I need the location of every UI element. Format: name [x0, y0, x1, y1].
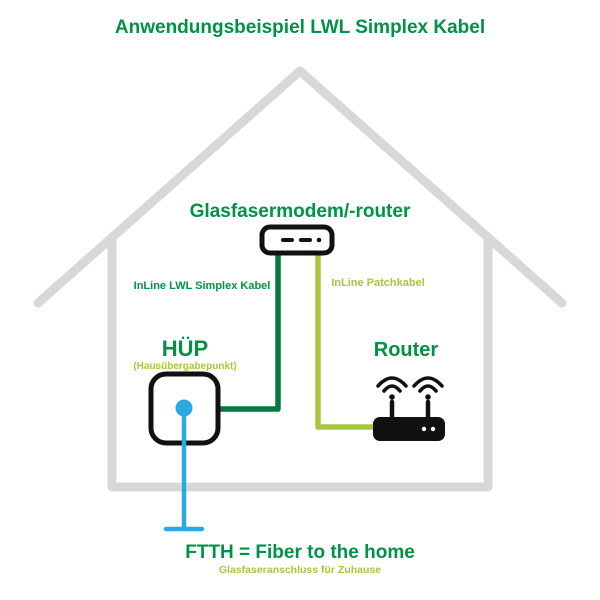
ftth-label: FTTH = Fiber to the home [185, 542, 415, 563]
router-body [373, 417, 445, 441]
house-roof [33, 66, 567, 308]
house-walls [107, 235, 493, 492]
wifi-dot-icon [389, 394, 395, 400]
huep-fiber-port-dot [175, 399, 193, 417]
huep-sublabel: (Hausübergabepunkt) [133, 361, 236, 372]
router-led [430, 426, 436, 432]
fiber-modem-icon [259, 224, 335, 256]
fiber-cable-label: InLine LWL Simplex Kabel [134, 280, 271, 292]
ftth-sublabel: Glasfaseranschluss für Zuhause [219, 564, 381, 576]
huep-box-icon [148, 371, 221, 446]
wifi-arc-icon [412, 376, 444, 388]
patch-cable [315, 250, 380, 430]
wifi-arc-icon [418, 384, 438, 393]
wifi-dot-icon [425, 394, 431, 400]
wifi-router-icon [373, 376, 445, 441]
ftth-drop-cable [163, 412, 205, 532]
wifi-arc-icon [376, 376, 408, 388]
wifi-arc-icon [382, 384, 402, 393]
patch-cable-label: InLine Patchkabel [331, 277, 425, 289]
modem-led-dot [316, 237, 322, 243]
router-led [421, 426, 427, 432]
router-label: Router [374, 339, 439, 361]
modem-body [259, 224, 335, 256]
huep-label: HÜP [162, 336, 208, 361]
house-outline [33, 66, 567, 492]
page-title: Anwendungsbeispiel LWL Simplex Kabel [115, 17, 485, 38]
fiber-simplex-cable [216, 250, 281, 412]
modem-label: Glasfasermodem/-router [190, 201, 411, 222]
